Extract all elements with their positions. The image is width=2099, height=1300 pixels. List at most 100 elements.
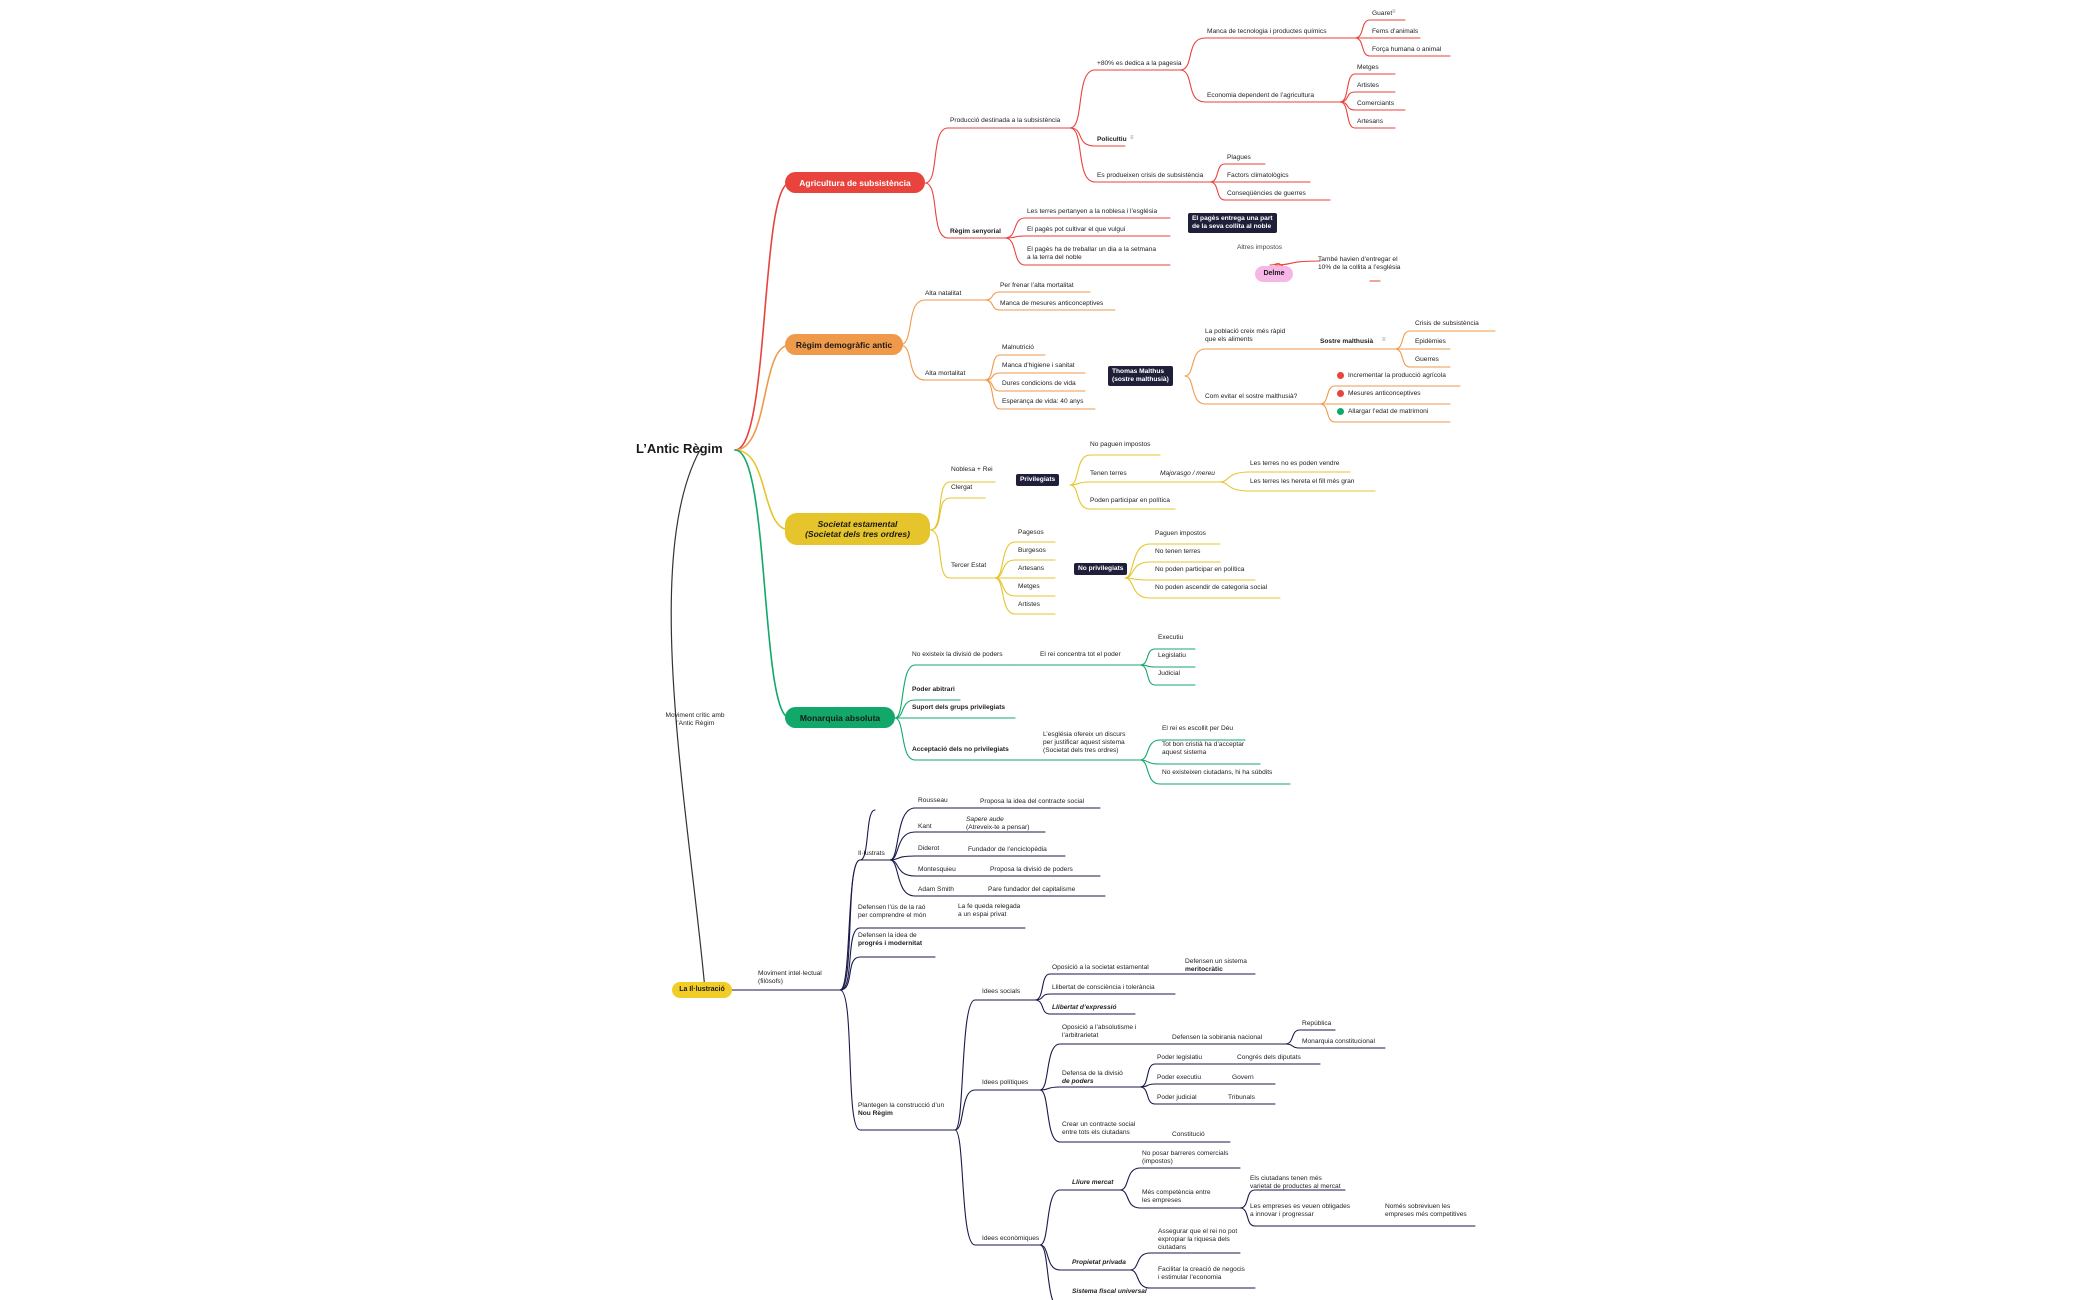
- note-icon[interactable]: ≡: [1382, 337, 1386, 343]
- illu-kant-d[interactable]: Sapere aude(Atreveix-te a pensar): [966, 816, 1030, 831]
- illu-rousseau-d[interactable]: Proposa la idea del contracte social: [980, 798, 1085, 805]
- illu-republica[interactable]: República: [1302, 1020, 1332, 1027]
- demo-allargar[interactable]: Allargar l’edat de matrimoni: [1348, 408, 1429, 415]
- mon-divisio[interactable]: No existeix la divisió de poders: [912, 651, 1003, 658]
- soc-privilegiats-box[interactable]: Privilegiats: [1016, 474, 1060, 486]
- mon-accept[interactable]: Acceptació dels no privilegiats: [912, 746, 1009, 753]
- agri-fems[interactable]: Fems d’animals: [1372, 28, 1419, 35]
- branch-agricultura[interactable]: Agricultura de subsistència: [785, 172, 925, 193]
- mon-escollit[interactable]: El rei es escollit per Déu: [1162, 725, 1234, 732]
- soc-majorasgo[interactable]: Majorasgo / mereu: [1160, 470, 1215, 477]
- soc-pagesos[interactable]: Pagesos: [1018, 529, 1044, 536]
- agri-guaret[interactable]: Guaret: [1372, 10, 1393, 17]
- agri-metges[interactable]: Metges: [1357, 64, 1379, 71]
- demo-incr[interactable]: Incrementar la producció agrícola: [1348, 372, 1446, 379]
- agri-delme[interactable]: Delme: [1255, 266, 1293, 282]
- demo-com[interactable]: Com evitar el sostre malthusià?: [1205, 393, 1298, 400]
- illu-pjud[interactable]: Poder judicial: [1157, 1094, 1197, 1101]
- illu-smith[interactable]: Adam Smith: [918, 886, 954, 893]
- agri-factors[interactable]: Factors climatològics: [1227, 172, 1289, 179]
- agri-guerres[interactable]: Conseqüències de guerres: [1227, 190, 1306, 197]
- demo-higiene[interactable]: Manca d’higiene i sanitat: [1002, 362, 1075, 369]
- agri-prod[interactable]: Producció destinada a la subsistència: [950, 117, 1061, 124]
- illu-il[interactable]: Il·lustrats: [858, 850, 885, 857]
- illu-propietat[interactable]: Propietat privada: [1072, 1259, 1126, 1266]
- soc-artesans[interactable]: Artesans: [1018, 565, 1045, 572]
- agri-artesans[interactable]: Artesans: [1357, 118, 1384, 125]
- soc-tenen[interactable]: Tenen terres: [1090, 470, 1127, 477]
- soc-venre[interactable]: Les terres no es poden vendre: [1250, 460, 1340, 467]
- soc-politica[interactable]: Poden participar en política: [1090, 497, 1170, 504]
- illu-econ[interactable]: Idees econòmiques: [982, 1235, 1040, 1242]
- illu-diderot-d[interactable]: Fundador de l’enciclopèdia: [968, 846, 1047, 853]
- branch-demografic[interactable]: Règim demogràfic antic: [785, 334, 903, 355]
- demo-malthus-box[interactable]: Thomas Malthus(sostre malthusià): [1108, 366, 1173, 386]
- mon-rei[interactable]: El rei concentra tot el poder: [1040, 651, 1121, 658]
- note-icon[interactable]: ≡: [1130, 135, 1134, 141]
- root-title[interactable]: L’Antic Règim: [636, 441, 723, 456]
- demo-frenar[interactable]: Per frenar l’alta mortalitat: [1000, 282, 1074, 289]
- agri-senyorial[interactable]: Règim senyorial: [950, 228, 1001, 235]
- illu-pexec[interactable]: Poder executiu: [1157, 1074, 1201, 1081]
- soc-artistes[interactable]: Artistes: [1018, 601, 1040, 608]
- branch-illustracio[interactable]: La Il·lustració: [672, 982, 732, 998]
- demo-guerres[interactable]: Guerres: [1415, 356, 1439, 363]
- note-icon[interactable]: ≡: [1392, 9, 1396, 15]
- agri-policultiu[interactable]: Policultiu: [1097, 136, 1127, 143]
- illu-oposicio[interactable]: Oposició a la societat estamental: [1052, 964, 1149, 971]
- demo-mortal[interactable]: Alta mortalitat: [925, 370, 966, 377]
- agri-crisis[interactable]: Es produeixen crisis de subsistència: [1097, 172, 1204, 179]
- demo-mesures[interactable]: Mesures anticonceptives: [1348, 390, 1421, 397]
- demo-natal[interactable]: Alta natalitat: [925, 290, 962, 297]
- branch-societat[interactable]: Societat estamental(Societat dels tres o…: [785, 513, 930, 545]
- demo-epid[interactable]: Epidèmies: [1415, 338, 1446, 345]
- soc-noblesa[interactable]: Noblesa + Rei: [951, 466, 993, 473]
- illu-llibertat[interactable]: Llibertat de consciència i tolerància: [1052, 984, 1155, 991]
- illu-expressio[interactable]: Llibertat d’expressió: [1052, 1004, 1117, 1011]
- illu-barr[interactable]: No posar barreres comercials(impostos): [1142, 1150, 1229, 1165]
- illu-smith-d[interactable]: Pare fundador del capitalisme: [988, 886, 1076, 893]
- demo-dures[interactable]: Dures condicions de vida: [1002, 380, 1076, 387]
- agri-comerciants[interactable]: Comerciants: [1357, 100, 1395, 107]
- soc-tercer[interactable]: Tercer Estat: [951, 562, 987, 569]
- agri-terres[interactable]: Les terres pertanyen a la noblesa i l’es…: [1027, 208, 1158, 215]
- agri-pages2[interactable]: El pagès ha de treballar un dia a la set…: [1027, 246, 1157, 261]
- branch-monarquia[interactable]: Monarquia absoluta: [785, 707, 895, 728]
- mon-legis[interactable]: Legislatiu: [1158, 652, 1186, 659]
- agri-artistes[interactable]: Artistes: [1357, 82, 1379, 89]
- agri-pages1[interactable]: El pagès pot cultivar el que vulgui: [1027, 226, 1126, 233]
- mon-subdits[interactable]: No existeixen ciutadans, hi ha súbdits: [1162, 769, 1273, 776]
- soc-noprivs-box[interactable]: No privilegiats: [1074, 563, 1128, 575]
- demo-manca[interactable]: Manca de mesures anticonceptives: [1000, 300, 1104, 307]
- illu-constitucio[interactable]: Constitució: [1172, 1131, 1205, 1138]
- soc-clergat[interactable]: Clergat: [951, 484, 973, 491]
- agri-plagues[interactable]: Plagues: [1227, 154, 1251, 161]
- illu-monte[interactable]: Montesquieu: [918, 866, 956, 873]
- agri-manca[interactable]: Manca de tecnologia i productes químics: [1207, 28, 1327, 35]
- illu-govern[interactable]: Govern: [1232, 1074, 1254, 1081]
- agri-econ[interactable]: Economia dependent de l’agricultura: [1207, 92, 1315, 99]
- soc-paguen[interactable]: Paguen impostos: [1155, 530, 1206, 537]
- illu-congres[interactable]: Congrés dels diputats: [1237, 1054, 1301, 1061]
- soc-notenen[interactable]: No tenen terres: [1155, 548, 1201, 555]
- soc-ascend[interactable]: No poden ascendir de categoria social: [1155, 584, 1268, 591]
- illu-monconst[interactable]: Monarquia constitucional: [1302, 1038, 1375, 1045]
- illu-sobirania[interactable]: Defensen la sobirania nacional: [1172, 1034, 1263, 1041]
- illu-politiques[interactable]: Idees polítiques: [982, 1079, 1029, 1086]
- mon-judi[interactable]: Judicial: [1158, 670, 1180, 677]
- soc-nopaguen[interactable]: No paguen impostos: [1090, 441, 1151, 448]
- illu-kant[interactable]: Kant: [918, 823, 932, 830]
- soc-metges[interactable]: Metges: [1018, 583, 1040, 590]
